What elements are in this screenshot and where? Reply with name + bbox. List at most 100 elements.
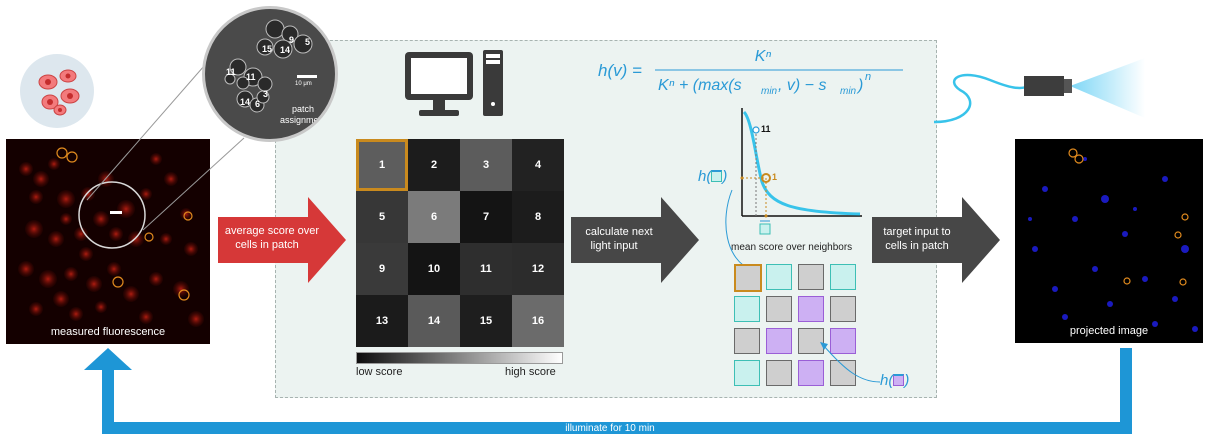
inset-num-15: 15 [262,44,273,54]
colorbar-low-label: low score [356,366,403,378]
neighbor-cell-gray [830,296,856,322]
inset-scale-bar [297,75,317,78]
grid-cell-number: 8 [534,211,542,223]
neighbor-grid [734,264,864,394]
feedback-label: illuminate for 10 min [565,423,655,434]
colorbar-high-label: high score [505,366,556,378]
target-label-1: target input to [883,226,951,238]
h-label-right: h() [880,372,910,389]
average-score-label-2: cells in patch [235,239,299,251]
neighbor-cell-gray [798,264,824,290]
projector-cable [933,73,1031,124]
feedback-arrow [84,348,1132,434]
equation-lhs: h(v) = [598,61,642,80]
grid-cell: 2 [408,139,460,191]
grid-cell: 9 [356,243,408,295]
inset-num-5: 5 [305,37,311,47]
measured-fluorescence-image: measured fluorescence [6,139,210,344]
grid-cell: 1 [356,139,408,191]
neighbor-cell-gray [766,296,792,322]
grid-cell: 14 [408,295,460,347]
grid-cell-number: 11 [480,263,492,275]
equation-denominator: Kⁿ + (max(s [658,77,742,94]
grid-cell: 7 [460,191,512,243]
neighbor-cell-gray [766,360,792,386]
average-score-label-1: average score over [224,225,320,237]
svg-text:min: min [761,86,778,96]
grid-cell-number: 6 [430,211,438,223]
svg-text:n: n [865,71,871,83]
point-1 [761,173,771,183]
average-score-arrow [218,197,346,283]
inset-num-14b: 14 [240,97,251,107]
zoom-lines [86,49,245,231]
response-curve [742,110,861,216]
cells-icon [20,54,94,128]
inset-num-6: 6 [255,99,261,109]
grid-cell: 12 [512,243,564,295]
target-arrow [872,197,1000,283]
grid-cell-number: 9 [378,263,386,275]
grid-cell: 10 [408,243,460,295]
grid-cell: 3 [460,139,512,191]
h-label-left: h() [698,168,728,185]
projected-image: projected image [1015,139,1203,343]
grid-cell-number: 1 [378,159,386,171]
svg-text:): ) [856,77,863,94]
h-right-connector [820,342,881,383]
neighbor-cell-gray [830,360,856,386]
point-11-label: 11 [761,124,771,134]
inset-num-11a: 11 [226,67,236,77]
grid-cell-number: 4 [534,159,542,171]
inset-num-9: 9 [289,35,295,45]
computer-icon [405,50,503,116]
point-11 [752,126,760,134]
grid-cell-number: 12 [531,263,545,275]
grid-cell-number: 15 [479,315,493,327]
grid-cell-number: 16 [531,315,545,327]
hill-equation: h(v) = Kⁿ Kⁿ + (max(s min , v) − s min )… [598,48,903,96]
target-label-2: cells in patch [885,240,949,252]
grid-cell: 4 [512,139,564,191]
inset-num-11b: 11 [246,72,256,82]
svg-text:, v) − s: , v) − s [778,77,826,94]
grid-cell-number: 5 [378,211,386,223]
grid-cell-number: 7 [482,211,490,223]
inset-scale-label: 10 μm [295,81,312,87]
neighbor-cell-cyan [734,360,760,386]
curve-xlabel: mean score over neighbors [731,242,853,253]
patch-assignment-inset: 9 15 14 5 11 11 3 14 6 10 μm patch assig… [202,6,338,142]
score-colorbar [356,352,563,364]
projector-icon [1024,58,1145,118]
inset-num-3: 3 [263,89,269,99]
point-1-label: 1 [772,172,777,182]
neighbor-cell-cyan [766,264,792,290]
neighbor-cell-orange [734,264,762,292]
grid-cell-number: 14 [427,315,441,327]
calculate-label-2: light input [590,240,638,252]
calculate-arrow [571,197,699,283]
projected-cells [1028,148,1198,332]
neighbor-cell-purple [798,296,824,322]
inset-caption-1: patch [291,104,315,114]
grid-cell: 11 [460,243,512,295]
grid-cell-number: 2 [430,159,438,171]
grid-cell: 13 [356,295,408,347]
projected-image-caption: projected image [1069,325,1149,337]
grid-cell: 6 [408,191,460,243]
grid-cell-number: 13 [375,315,389,327]
grid-cell: 15 [460,295,512,347]
inset-num-14: 14 [280,45,291,55]
neighbor-cell-purple [830,328,856,354]
grid-cell: 16 [512,295,564,347]
neighbor-cell-cyan [734,296,760,322]
calculate-label-1: calculate next [585,226,653,238]
svg-text:min: min [840,86,857,96]
fluorescence-cells [18,147,204,327]
neighbor-cell-purple [766,328,792,354]
inset-cells [224,19,313,113]
response-curve-plot: 11 1 [740,108,862,235]
inset-caption-2: assignment [279,115,327,125]
grid-cell-number: 3 [482,159,490,171]
